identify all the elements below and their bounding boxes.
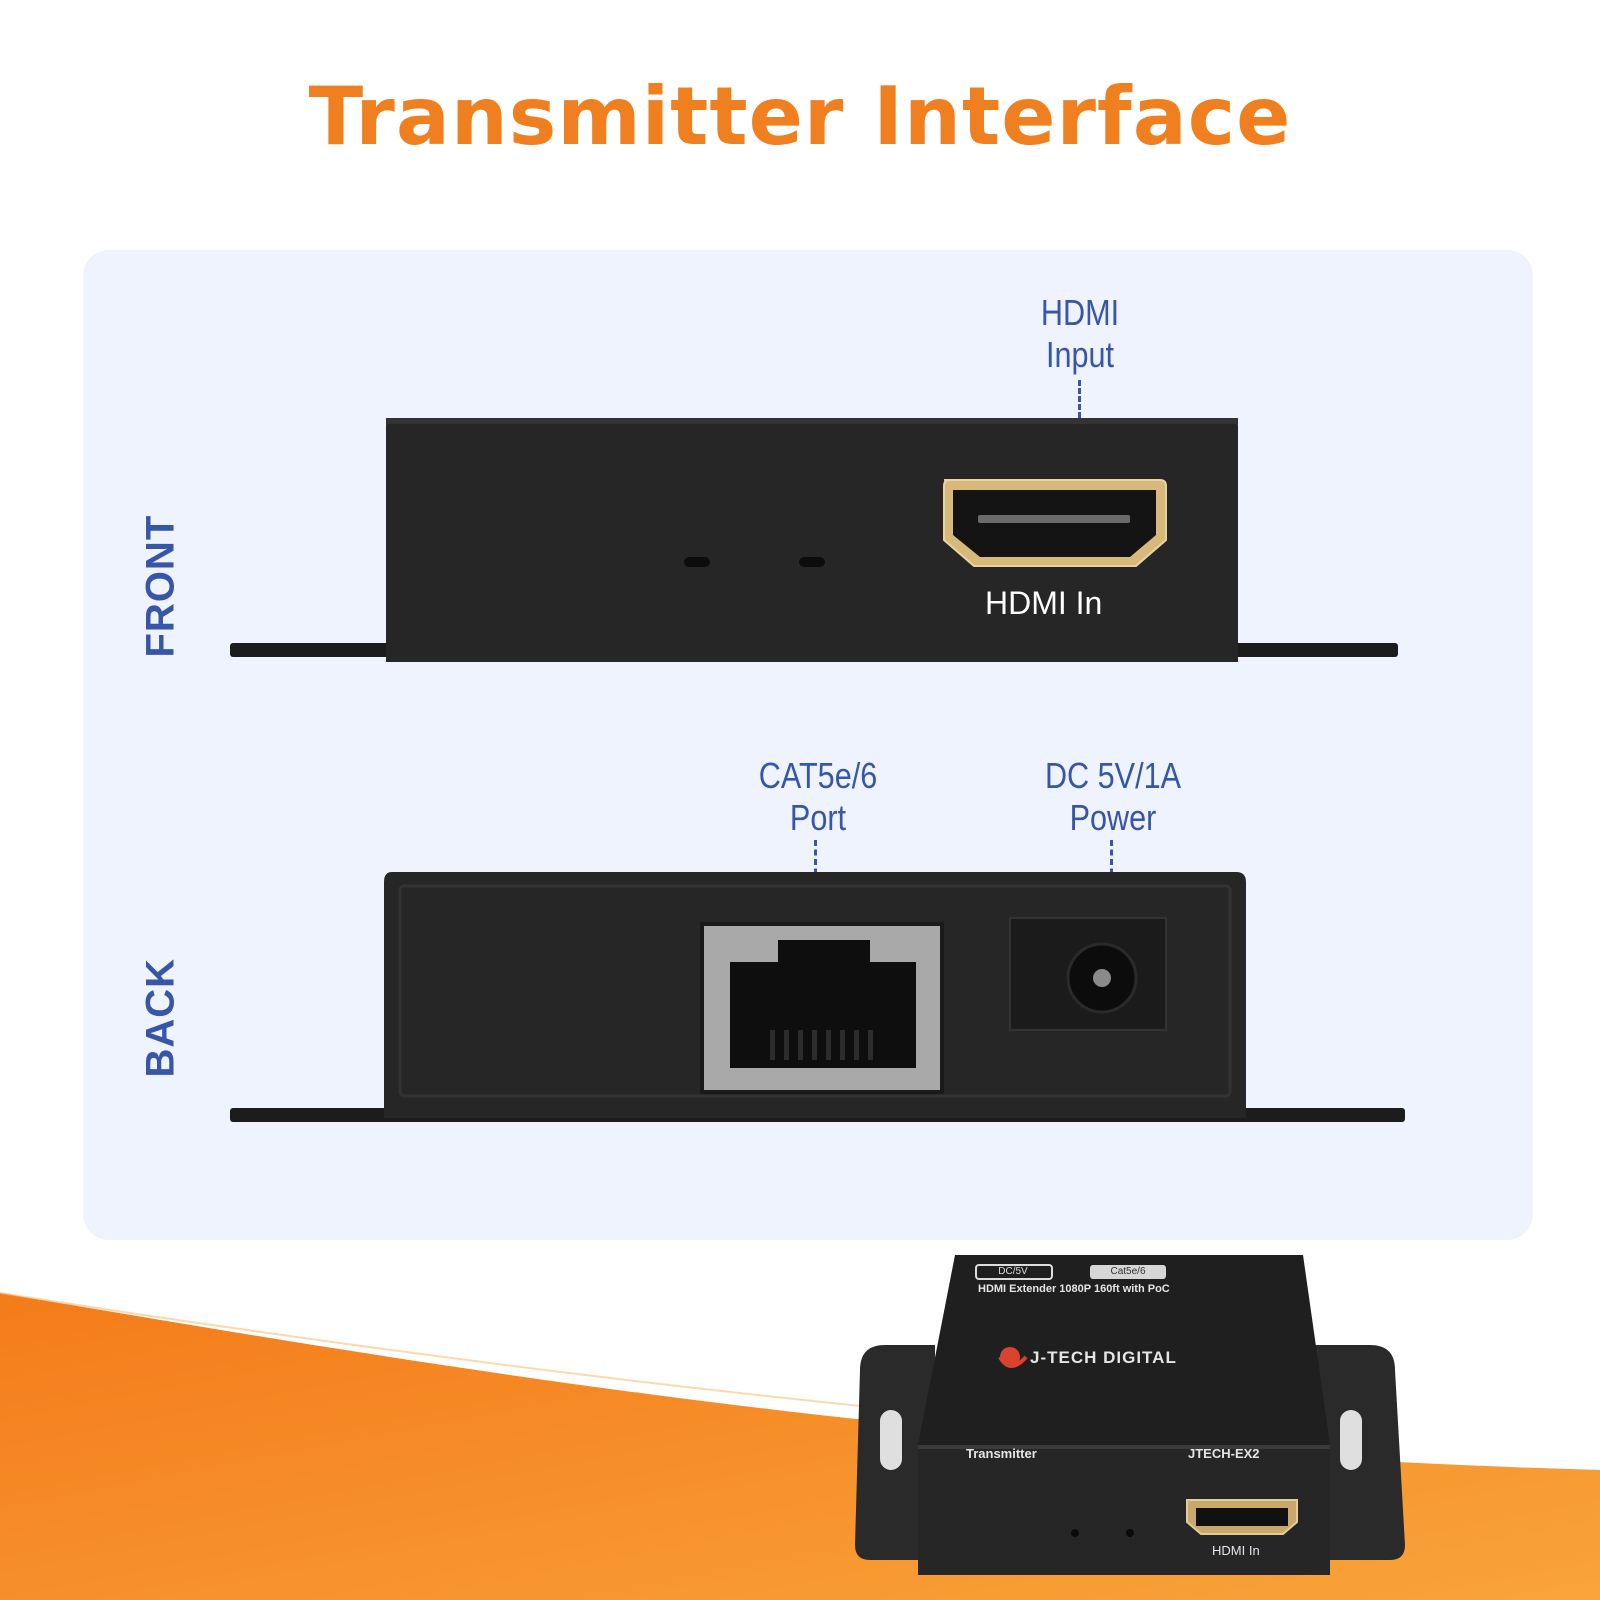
- brand-logo-icon: [998, 1347, 1028, 1368]
- hdmi-port-icon: [943, 479, 1167, 567]
- product-model-line: HDMI Extender 1080P 160ft with PoC: [978, 1283, 1170, 1295]
- product-brand: J-TECH DIGITAL: [1030, 1348, 1177, 1367]
- dc-power-callout: DC 5V/1A Power: [1003, 755, 1224, 839]
- product-port-label: HDMI In: [1212, 1543, 1260, 1558]
- cat-port-callout-line2: Port: [789, 797, 847, 838]
- rj45-port-icon: [700, 922, 944, 1094]
- dc-power-callout-line2: Power: [1069, 797, 1157, 838]
- page-title: Transmitter Interface: [308, 70, 1292, 163]
- product-cat-label: Cat5e/6: [1110, 1266, 1146, 1277]
- product-dc-label: DC/5V: [998, 1266, 1028, 1277]
- cat-port-leader: [814, 840, 817, 884]
- hdmi-input-callout-line1: HDMI: [1040, 292, 1120, 333]
- led-1-icon: [684, 557, 710, 567]
- led-2-icon: [799, 557, 825, 567]
- dc-power-leader: [1110, 840, 1113, 884]
- hdmi-input-leader: [1078, 380, 1081, 418]
- dc-power-callout-line1: DC 5V/1A: [1044, 755, 1182, 796]
- dc-jack-icon: [1009, 917, 1167, 1031]
- hdmi-input-callout-line2: Input: [1045, 334, 1115, 375]
- cat-port-callout: CAT5e/6 Port: [708, 755, 929, 839]
- product-model: JTECH-EX2: [1188, 1446, 1260, 1461]
- hdmi-input-callout: HDMI Input: [970, 292, 1191, 376]
- hdmi-in-print-front: HDMI In: [985, 585, 1103, 621]
- product-role: Transmitter: [966, 1446, 1037, 1461]
- cat-port-callout-line1: CAT5e/6: [758, 755, 878, 796]
